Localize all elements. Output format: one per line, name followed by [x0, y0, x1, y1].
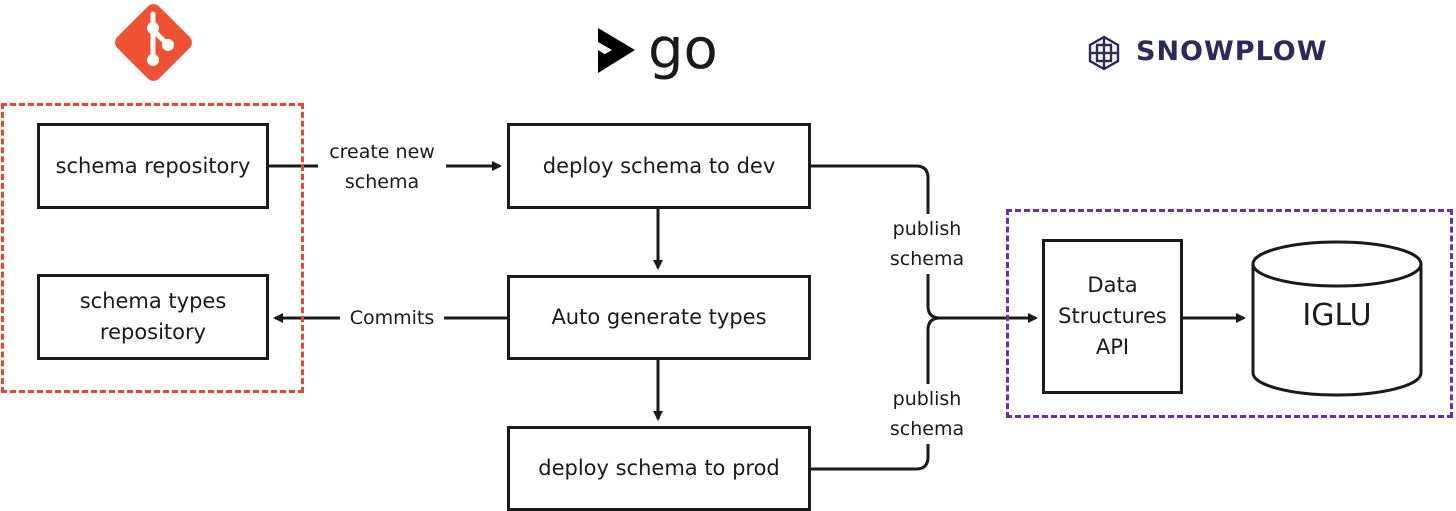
publish-bottom-line1: publish — [892, 388, 962, 410]
publish-bottom-line2: schema — [889, 418, 965, 440]
create-new-schema-label: create new schema — [318, 137, 446, 197]
iglu-database — [1251, 240, 1423, 397]
snowplow-group — [1006, 209, 1453, 418]
data-structures-label-line1: Data — [1087, 273, 1138, 297]
go-logo-text: go — [648, 17, 718, 82]
publish-schema-top-label: publish schema — [878, 214, 976, 274]
commits-label: Commits — [340, 303, 444, 333]
git-icon — [115, 4, 192, 81]
edge-publish-from-prod — [810, 316, 941, 471]
schema-repository-label: schema repository — [55, 153, 251, 178]
publish-top-line1: publish — [892, 218, 962, 240]
data-structures-label-line2: Structures — [1058, 304, 1167, 328]
git-group — [1, 103, 304, 393]
schema-repository-box: schema repository — [37, 123, 269, 209]
deploy-prod-box: deploy schema to prod — [507, 426, 811, 511]
data-structures-label-line3: API — [1095, 335, 1130, 359]
auto-generate-label: Auto generate types — [551, 305, 767, 329]
deploy-dev-box: deploy schema to dev — [507, 123, 811, 209]
iglu-label: IGLU — [1302, 298, 1372, 333]
deploy-dev-label: deploy schema to dev — [542, 153, 776, 178]
data-structures-api-box: Data Structures API — [1042, 239, 1183, 394]
deploy-prod-label: deploy schema to prod — [538, 456, 780, 480]
publish-top-line2: schema — [889, 248, 965, 270]
auto-generate-box: Auto generate types — [507, 275, 811, 360]
snowplow-hex-icon — [1088, 35, 1120, 71]
schema-types-repository-box: schema types repository — [37, 274, 269, 360]
create-new-line1: create new — [329, 141, 435, 163]
schema-types-label-line1: schema types — [79, 289, 227, 313]
schema-types-label-line2: repository — [99, 320, 207, 344]
create-new-line2: schema — [344, 171, 420, 193]
publish-schema-bottom-label: publish schema — [878, 384, 976, 444]
snowplow-logo-text: SNOWPLOW — [1136, 36, 1328, 67]
go-play-icon — [598, 28, 635, 73]
